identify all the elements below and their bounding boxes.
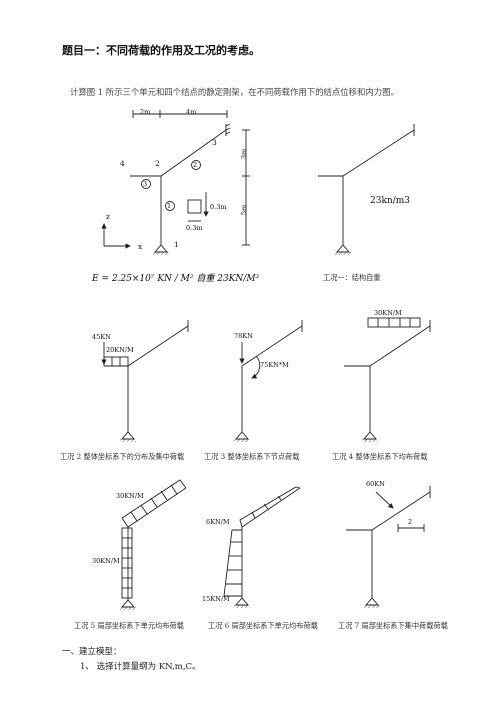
section-height-label: 0.3m	[210, 203, 227, 211]
case6-caption: 工况 6 局部坐标系下单元均布荷载	[208, 621, 318, 630]
case7-point-load: 60KN	[366, 480, 385, 488]
section-width-label: 0.3m	[186, 224, 203, 232]
fig1-support	[154, 244, 168, 253]
case2-point-load: 45KN	[92, 333, 111, 341]
fig1-inclined-member	[160, 129, 227, 177]
material-formula: E = 2.25×10⁷ KN / M² 自重 23KN/M³	[92, 274, 260, 284]
case4-diagram	[344, 317, 431, 442]
case6-diagram	[223, 486, 301, 608]
case3-moment: 75KN*M	[260, 361, 289, 369]
case2-dist-load: 20KN/M	[106, 346, 134, 354]
case3-caption: 工况 3 整体坐标系下节点荷载	[204, 452, 300, 461]
case5-caption: 工况 5 局部坐标系下单元均布荷载	[74, 621, 184, 630]
case7-dimension: 2	[408, 518, 413, 526]
dim-2m: 2m	[140, 108, 151, 116]
figure-1	[101, 110, 250, 255]
case4-dist-load: 30KN/M	[374, 309, 402, 317]
problem-intro: 计算图 1 所示三个单元和四个结点的静定刚架，在不同荷载作用下的结点位移和内力图…	[70, 87, 399, 97]
case3-point-load: 78KN	[234, 332, 253, 340]
problem-title: 题目一：不同荷载的作用及工况的考虑。	[62, 44, 260, 57]
case7-diagram	[346, 486, 431, 608]
case2-diagram	[101, 320, 189, 442]
case5-column-load: 30KN/M	[92, 557, 120, 565]
case6-bottom-load: 15KN/M	[202, 595, 230, 603]
element-3-label: 3	[143, 180, 148, 188]
case5-top-load: 30KN/M	[116, 492, 144, 500]
case1-diagram	[318, 124, 415, 255]
case7-caption: 工况 7 局部坐标系下集中荷载荷载	[338, 621, 448, 630]
case4-caption: 工况 4 整体坐标系下均布荷载	[332, 452, 428, 461]
section-item-1: 1、 选择计算量纲为 KN,m,C。	[80, 662, 201, 672]
section-heading: 一、建立模型：	[62, 647, 122, 657]
dim-4m: 4m	[186, 108, 197, 116]
dim-3m: 3m	[240, 148, 249, 160]
node-2-label: 2	[155, 159, 160, 168]
element-1-label: 1	[167, 202, 172, 210]
node-3-label: 3	[212, 138, 217, 147]
element-2-label: 2	[193, 161, 198, 169]
case2-caption: 工况 2 整体坐标系下的分布及集中荷载	[60, 452, 185, 461]
case3-diagram	[234, 320, 303, 442]
axis-x-label: x	[138, 242, 143, 251]
node-4-label: 4	[120, 159, 125, 168]
case1-caption: 工况一：结构自重	[323, 273, 381, 282]
axis-z-label: z	[106, 212, 110, 221]
case1-load-label: 23kn/m3	[370, 196, 410, 206]
node-1-label: 1	[174, 240, 179, 249]
dim-5m: 5m	[240, 204, 249, 216]
case5-diagram	[120, 479, 187, 610]
case6-top-load: 6KN/M	[206, 518, 230, 526]
